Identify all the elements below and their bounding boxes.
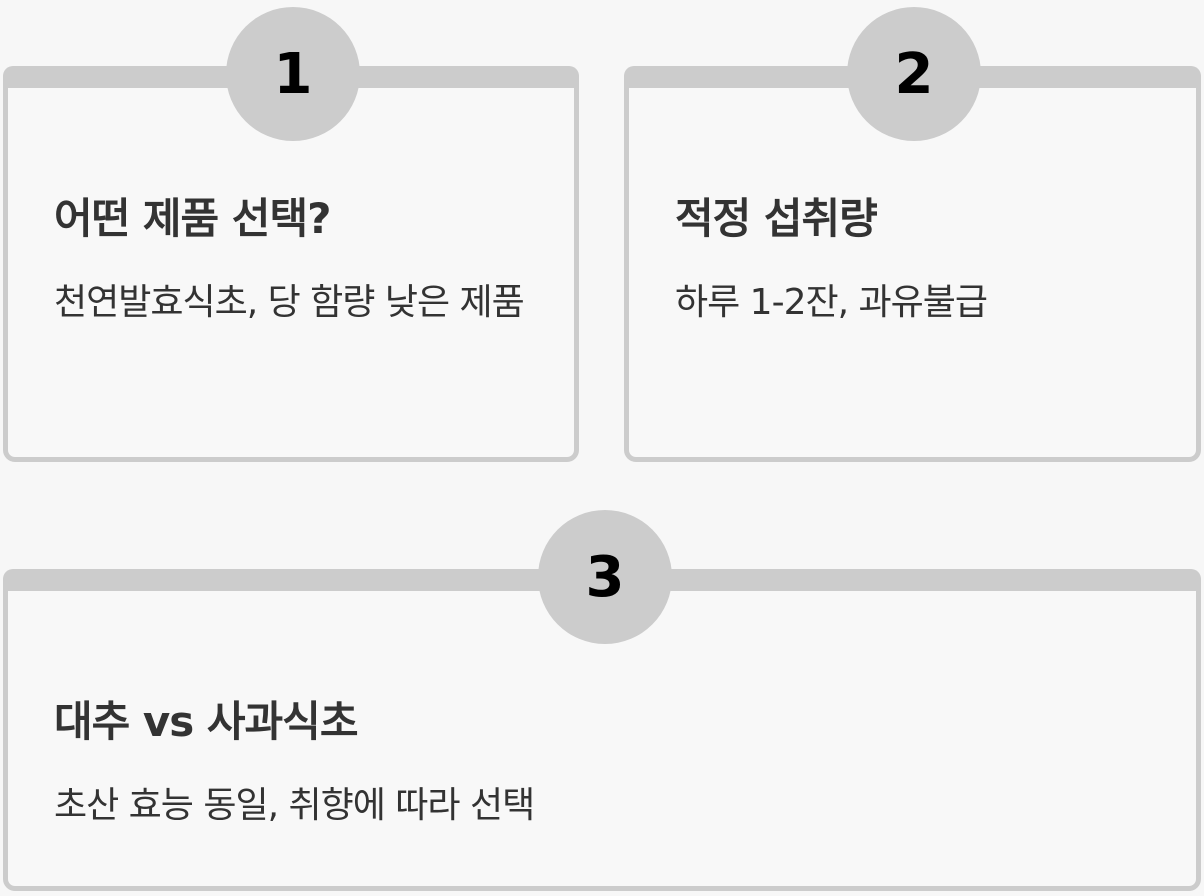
card-description: 천연발효식초, 당 함량 낮은 제품 — [54, 282, 525, 323]
tip-card-2: 2 적정 섭취량 하루 1-2잔, 과유불급 — [624, 7, 1201, 462]
card-description: 하루 1-2잔, 과유불급 — [675, 282, 988, 323]
step-number-badge: 3 — [538, 510, 672, 644]
tip-card-1: 1 어떤 제품 선택? 천연발효식초, 당 함량 낮은 제품 — [3, 7, 579, 462]
card-title: 대추 vs 사과식초 — [54, 697, 358, 746]
card-description: 초산 효능 동일, 취향에 따라 선택 — [54, 785, 535, 826]
tip-card-3: 3 대추 vs 사과식초 초산 효능 동일, 취향에 따라 선택 — [3, 510, 1201, 891]
step-number-badge: 1 — [226, 7, 360, 141]
step-number-badge: 2 — [847, 7, 981, 141]
card-title: 어떤 제품 선택? — [54, 194, 331, 243]
card-title: 적정 섭취량 — [675, 194, 878, 243]
